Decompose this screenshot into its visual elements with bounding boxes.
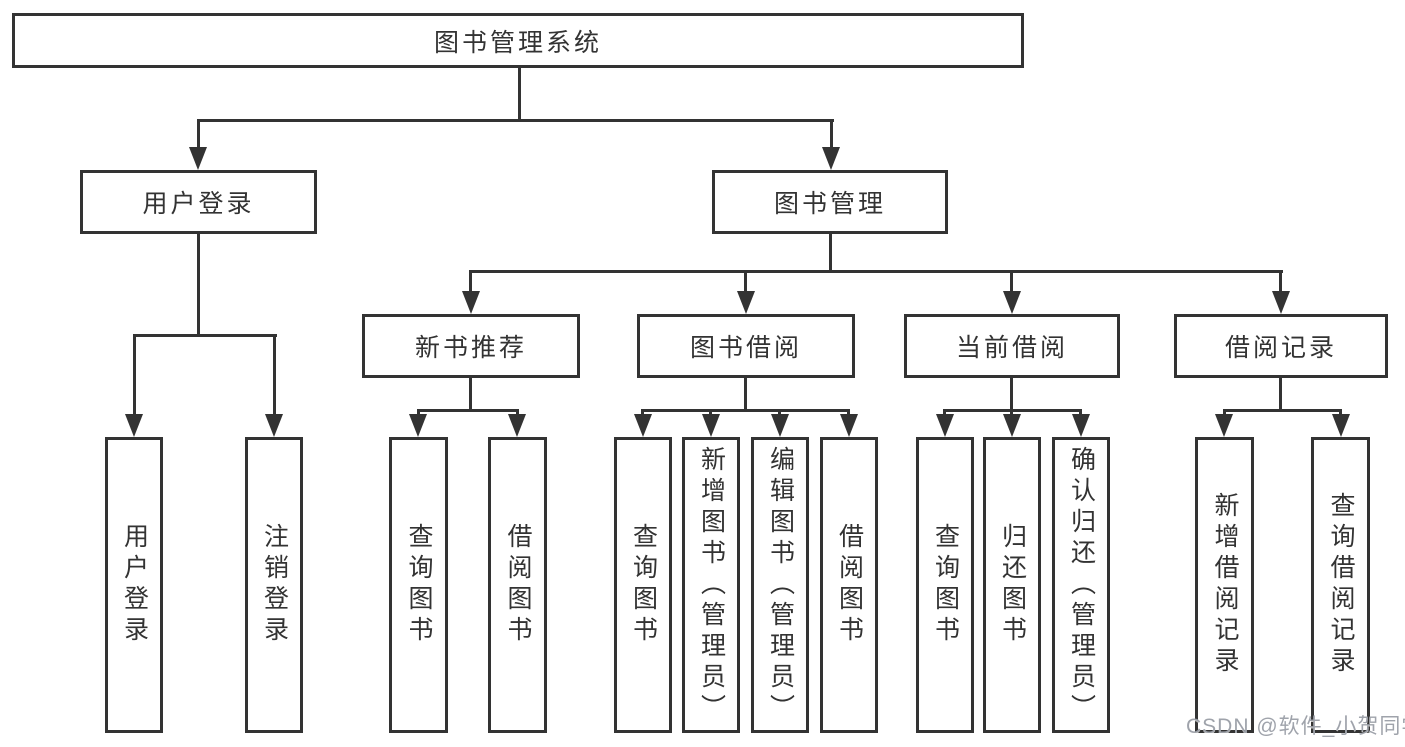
leaf-borrow-books: 借阅图书: [488, 437, 547, 733]
node-label: 确认归还（管理员）: [1067, 445, 1096, 725]
connector-line: [1010, 270, 1013, 294]
node-current-borrowing: 当前借阅: [904, 314, 1120, 378]
node-label: 新增图书（管理员）: [697, 445, 726, 725]
connector-line: [1279, 270, 1282, 294]
node-label: 当前借阅: [955, 334, 1068, 362]
arrowhead-down-icon: [936, 414, 954, 437]
connector-line: [417, 409, 420, 417]
node-label: 借阅图书: [504, 523, 532, 647]
node-label: 用户登录: [120, 523, 149, 647]
connector-line: [709, 409, 712, 417]
connector-line: [829, 234, 832, 273]
connector-line: [1279, 378, 1282, 411]
connector-line: [469, 270, 1283, 273]
leaf-query-books: 查询图书: [614, 437, 672, 733]
arrowhead-down-icon: [1003, 291, 1021, 314]
connector-line: [133, 334, 277, 337]
connector-line: [469, 270, 472, 294]
node-label: 图书管理系统: [433, 28, 602, 57]
node-label: 编辑图书（管理员）: [766, 445, 795, 725]
node-borrowing-records: 借阅记录: [1174, 314, 1388, 378]
connector-line: [417, 409, 519, 412]
connector-line: [1079, 409, 1082, 417]
connector-line: [1339, 409, 1342, 417]
node-label: 图书管理: [773, 190, 886, 218]
node-label: 图书借阅: [689, 334, 802, 362]
node-book-borrowing: 图书借阅: [637, 314, 855, 378]
node-label: 查询图书: [405, 523, 433, 647]
node-root-system: 图书管理系统: [12, 13, 1024, 68]
node-user-login: 用户登录: [80, 170, 317, 234]
connector-line: [1223, 409, 1226, 417]
connector-line: [469, 378, 472, 411]
leaf-return-books: 归还图书: [983, 437, 1041, 733]
arrowhead-down-icon: [189, 147, 207, 170]
node-label: 归还图书: [998, 523, 1027, 647]
connector-line: [778, 409, 781, 417]
connector-line: [1223, 409, 1342, 412]
connector-line: [641, 409, 644, 417]
connector-line: [197, 234, 200, 337]
arrowhead-down-icon: [634, 414, 652, 437]
arrowhead-down-icon: [508, 414, 526, 437]
watermark: CSDN @软件_小贺同学: [1186, 715, 1405, 738]
arrowhead-down-icon: [1332, 414, 1350, 437]
leaf-confirm-return-admin: 确认归还（管理员）: [1052, 437, 1110, 733]
leaf-add-books-admin: 新增图书（管理员）: [682, 437, 740, 733]
connector-line: [847, 409, 850, 417]
node-new-book-recommend: 新书推荐: [362, 314, 580, 378]
arrowhead-down-icon: [462, 291, 480, 314]
leaf-user-login: 用户登录: [105, 437, 163, 733]
leaf-query-books: 查询图书: [916, 437, 974, 733]
connector-line: [133, 334, 136, 416]
connector-line: [1010, 409, 1013, 417]
connector-line: [516, 409, 519, 417]
node-label: 借阅图书: [835, 523, 864, 647]
leaf-borrow-books: 借阅图书: [820, 437, 878, 733]
arrowhead-down-icon: [771, 414, 789, 437]
node-label: 新书推荐: [414, 334, 527, 362]
connector-line: [1010, 378, 1013, 411]
connector-line: [518, 68, 521, 121]
node-label: 借阅记录: [1224, 334, 1337, 362]
node-book-management: 图书管理: [712, 170, 948, 234]
arrowhead-down-icon: [822, 147, 840, 170]
arrowhead-down-icon: [840, 414, 858, 437]
connector-line: [830, 119, 833, 150]
arrowhead-down-icon: [1215, 414, 1233, 437]
leaf-edit-books-admin: 编辑图书（管理员）: [751, 437, 809, 733]
node-label: 用户登录: [142, 190, 255, 218]
node-label: 查询图书: [931, 523, 960, 647]
arrowhead-down-icon: [125, 414, 143, 437]
leaf-query-borrow-record: 查询借阅记录: [1311, 437, 1370, 733]
arrowhead-down-icon: [1072, 414, 1090, 437]
leaf-query-books: 查询图书: [389, 437, 448, 733]
connector-line: [641, 409, 850, 412]
connector-line: [744, 270, 747, 294]
connector-line: [273, 334, 276, 416]
connector-line: [197, 119, 834, 122]
connector-line: [943, 409, 946, 417]
connector-line: [197, 119, 200, 150]
arrowhead-down-icon: [702, 414, 720, 437]
arrowhead-down-icon: [1003, 414, 1021, 437]
leaf-add-borrow-record: 新增借阅记录: [1195, 437, 1254, 733]
node-label: 查询图书: [629, 523, 658, 647]
arrowhead-down-icon: [737, 291, 755, 314]
arrowhead-down-icon: [265, 414, 283, 437]
arrowhead-down-icon: [1272, 291, 1290, 314]
leaf-logout: 注销登录: [245, 437, 303, 733]
arrowhead-down-icon: [409, 414, 427, 437]
connector-line: [744, 378, 747, 411]
node-label: 注销登录: [260, 523, 289, 647]
node-label: 查询借阅记录: [1327, 492, 1355, 678]
node-label: 新增借阅记录: [1211, 492, 1239, 678]
